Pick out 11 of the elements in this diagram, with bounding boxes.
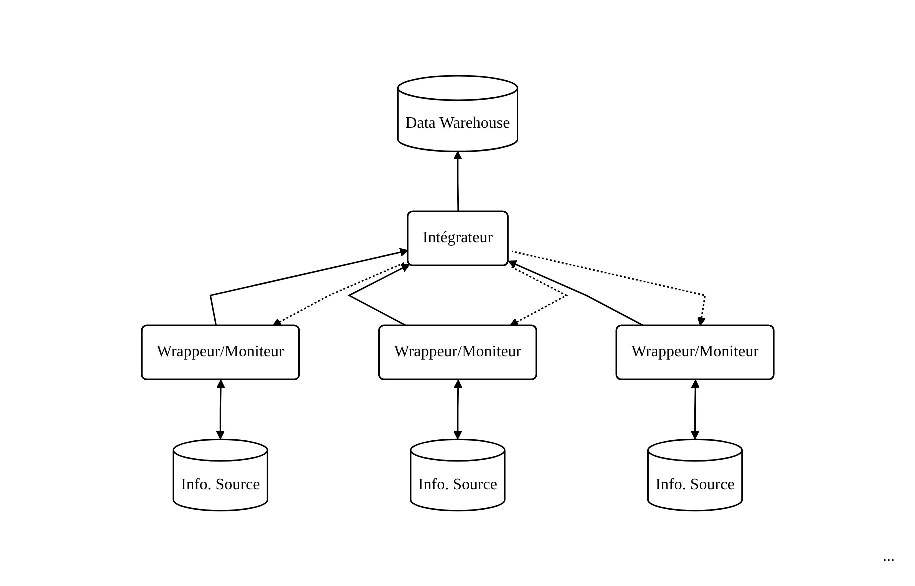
arrow	[347, 264, 410, 326]
arrow	[453, 379, 462, 440]
arrow	[508, 260, 644, 326]
dashed-arrow	[512, 250, 706, 326]
arrow	[690, 379, 700, 440]
dashed-arrow	[509, 265, 568, 326]
arrow	[216, 379, 225, 440]
dashed-arrow	[272, 262, 405, 326]
arrow	[209, 248, 408, 326]
ellipsis-note: ...	[883, 548, 895, 566]
arrow	[453, 150, 462, 212]
